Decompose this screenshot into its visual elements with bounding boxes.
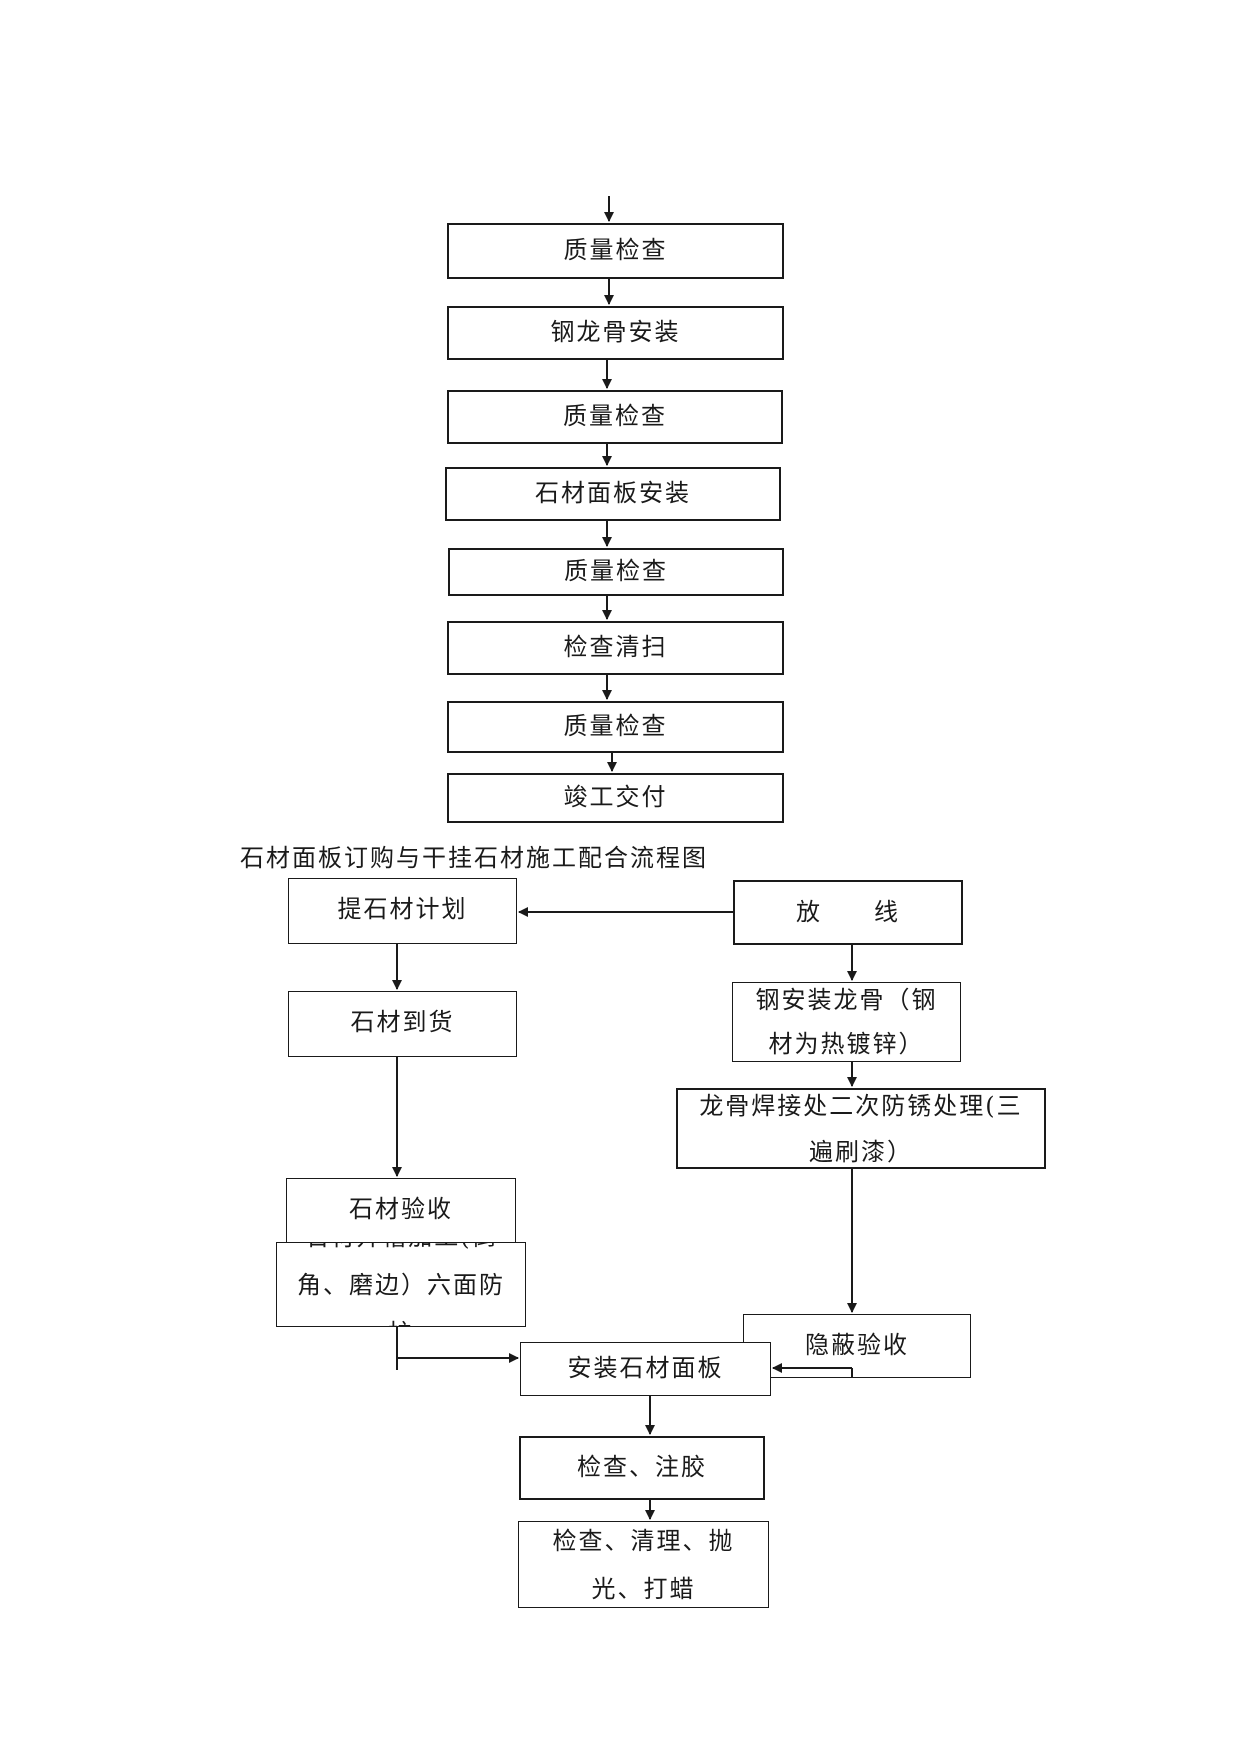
- box-label: 石材到货: [350, 1008, 455, 1036]
- box-install-stone-panel: 安装石材面板: [520, 1342, 771, 1396]
- box-label: 龙骨焊接处二次防锈处理(三遍刷漆）: [699, 1091, 1023, 1166]
- box-label: 检查、清理、抛光、打蜡: [552, 1526, 735, 1603]
- box-steel-keel: 钢安装龙骨（钢材为热镀锌）: [732, 982, 961, 1062]
- box-stone-plan: 提石材计划: [288, 878, 517, 944]
- step-label: 竣工交付: [563, 783, 668, 812]
- flowchart-title: 石材面板订购与干挂石材施工配合流程图: [240, 844, 708, 872]
- box-stone-processing: 石材开槽加工(倒角、磨边）六面防护: [276, 1242, 526, 1327]
- box-label: 石材开槽加工(倒角、磨边）六面防护: [297, 1243, 505, 1326]
- step-steel-keel-install: 钢龙骨安装: [447, 306, 784, 360]
- step-inspect-clean: 检查清扫: [447, 621, 784, 675]
- box-label: 安装石材面板: [567, 1354, 724, 1383]
- step-label: 质量检查: [563, 402, 667, 431]
- step-label: 检查清扫: [563, 633, 668, 662]
- step-label: 钢龙骨安装: [550, 318, 681, 347]
- step-label: 石材面板安装: [535, 479, 691, 508]
- box-label: 隐蔽验收: [805, 1331, 909, 1360]
- box-label: 提石材计划: [337, 895, 468, 923]
- box-inspect-polish-wax: 检查、清理、抛光、打蜡: [518, 1521, 769, 1608]
- step-stone-panel-install: 石材面板安装: [445, 467, 781, 521]
- step-quality-check-3: 质量检查: [448, 548, 784, 596]
- step-label: 质量检查: [563, 712, 668, 741]
- box-inspect-glue: 检查、注胶: [519, 1436, 765, 1500]
- box-rust-treatment: 龙骨焊接处二次防锈处理(三遍刷漆）: [676, 1088, 1046, 1169]
- step-label: 质量检查: [563, 236, 668, 265]
- step-quality-check-2: 质量检查: [447, 390, 783, 444]
- step-quality-check-4: 质量检查: [447, 701, 784, 753]
- box-label: 石材验收: [349, 1195, 453, 1223]
- box-hidden-acceptance: 隐蔽验收: [743, 1314, 971, 1378]
- box-label: 放 线: [796, 897, 900, 926]
- step-quality-check-1: 质量检查: [447, 223, 784, 279]
- box-label: 钢安装龙骨（钢材为热镀锌）: [755, 986, 938, 1058]
- box-stone-arrival: 石材到货: [288, 991, 517, 1057]
- step-label: 质量检查: [564, 557, 668, 586]
- box-label: 检查、注胶: [577, 1453, 707, 1482]
- box-stone-acceptance: 石材验收: [286, 1178, 516, 1248]
- box-setout: 放 线: [733, 880, 963, 945]
- step-completion-handover: 竣工交付: [447, 773, 784, 823]
